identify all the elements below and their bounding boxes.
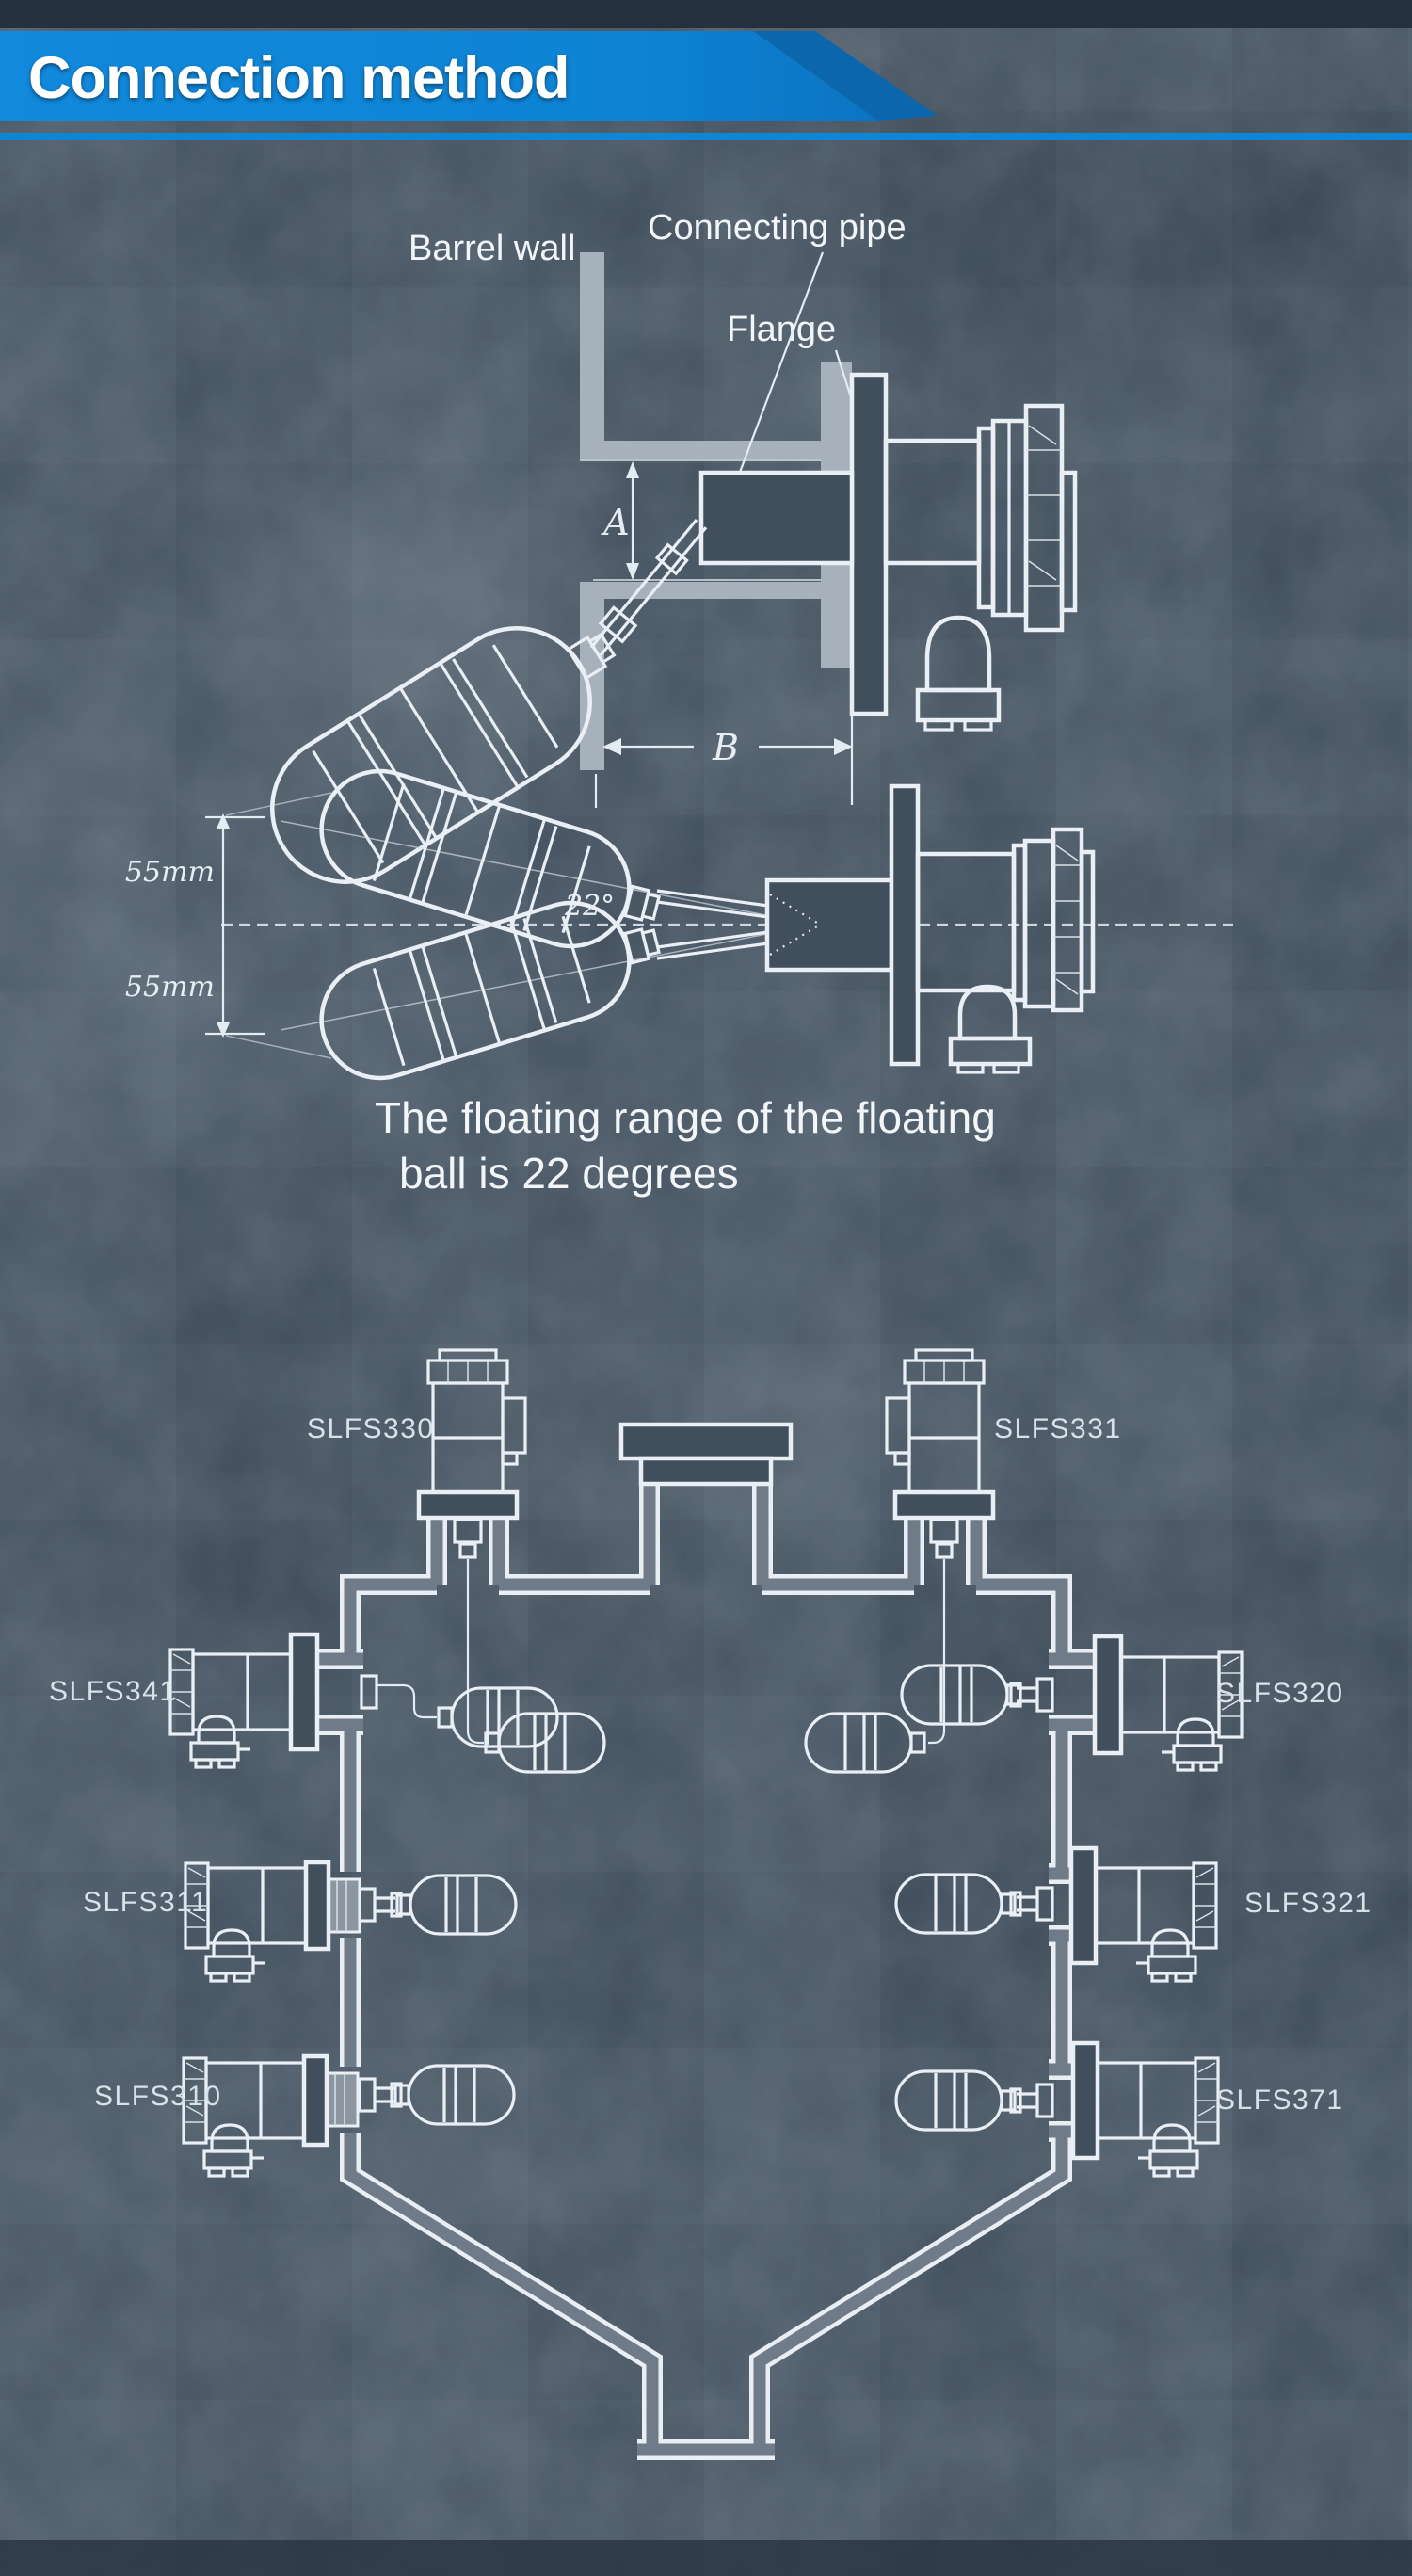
barrel-wall-upper-shelf <box>580 441 821 459</box>
device-slfs320 <box>900 1634 1244 1772</box>
connecting-pipe <box>698 470 855 566</box>
side-flange <box>301 2053 329 2148</box>
flange-label: Flange <box>727 310 836 349</box>
middle-body <box>764 877 894 973</box>
junction-box <box>915 687 1002 723</box>
device-slfs331 <box>804 1348 986 1774</box>
tank-diagram: SLFS330 SLFS331 SLFS341 SLFS320 SLFS311 … <box>49 1348 1372 2460</box>
connecting-pipe-leader <box>734 251 825 483</box>
dim-55mm-lower: 55mm <box>125 971 215 1004</box>
barrel-wall-upper-vertical <box>580 252 604 458</box>
switch-head-top-diagram <box>883 403 1078 732</box>
top-diagram: Barrel wall Connecting pipe Flange <box>270 208 1078 884</box>
side-flange <box>1068 1845 1099 1966</box>
flange-plate <box>849 372 889 716</box>
banner-bevel <box>753 31 938 121</box>
dim-A-text: A <box>601 502 629 543</box>
device-slfs330 <box>426 1348 606 1774</box>
banner-underline <box>0 133 1412 140</box>
dimension-B: B <box>594 664 854 808</box>
connecting-pipe-label: Connecting pipe <box>648 208 907 248</box>
label-slfs330: SLFS330 <box>307 1413 435 1444</box>
threaded-bushing <box>325 2071 360 2128</box>
label-slfs341: SLFS341 <box>49 1676 177 1707</box>
barrel-wall-label: Barrel wall <box>409 229 575 268</box>
side-flange <box>303 1860 331 1952</box>
header-banner: Connection method <box>0 31 1412 140</box>
barrel-wall-lower-shelf <box>593 582 821 599</box>
threaded-bushing <box>327 1877 361 1934</box>
upper-rod-nipple <box>623 884 661 922</box>
dimension-A: A <box>601 461 639 580</box>
float-cable <box>377 1683 437 1719</box>
device-slfs371 <box>894 2040 1220 2178</box>
manhole <box>618 1422 794 1487</box>
label-slfs320: SLFS320 <box>1216 1678 1344 1709</box>
label-slfs371: SLFS371 <box>1216 2085 1344 2116</box>
bottom-dark-strip <box>0 2540 1412 2576</box>
device-slfs310 <box>182 2053 516 2178</box>
caption-line-1: The floating range of the floating <box>375 1093 996 1142</box>
float-cable <box>928 1559 946 1745</box>
banner-shape <box>0 31 878 121</box>
cable-dome <box>924 615 992 693</box>
float-rod-top-diagram <box>589 518 708 657</box>
caption-line-2: ball is 22 degrees <box>399 1149 739 1198</box>
middle-flange <box>889 783 921 1067</box>
side-flange <box>288 1632 320 1752</box>
middle-diagram: 55mm 55mm 22° <box>125 768 1233 1198</box>
nozzle-flange-top-right <box>892 1489 996 1521</box>
label-slfs311: SLFS311 <box>83 1887 208 1918</box>
page-title: Connection method <box>28 45 569 111</box>
float-cable <box>466 1559 484 1745</box>
side-flange <box>1070 2040 1100 2161</box>
device-slfs311 <box>184 1860 518 1983</box>
label-slfs321: SLFS321 <box>1244 1888 1372 1919</box>
side-flange <box>1092 1634 1124 1756</box>
label-slfs310: SLFS310 <box>94 2081 222 2112</box>
dim-55mm-upper: 55mm <box>125 856 215 889</box>
switch-head-middle-diagram <box>915 827 1096 1074</box>
label-slfs331: SLFS331 <box>994 1413 1122 1444</box>
top-dark-strip <box>0 0 1412 28</box>
nozzle-flange-top-left <box>416 1489 520 1521</box>
lower-rod-nipple <box>623 927 661 965</box>
dim-B-text: B <box>712 727 739 768</box>
dimension-55mm: 55mm 55mm <box>125 792 332 1059</box>
device-slfs321 <box>894 1845 1218 1983</box>
device-slfs341 <box>168 1632 559 1769</box>
